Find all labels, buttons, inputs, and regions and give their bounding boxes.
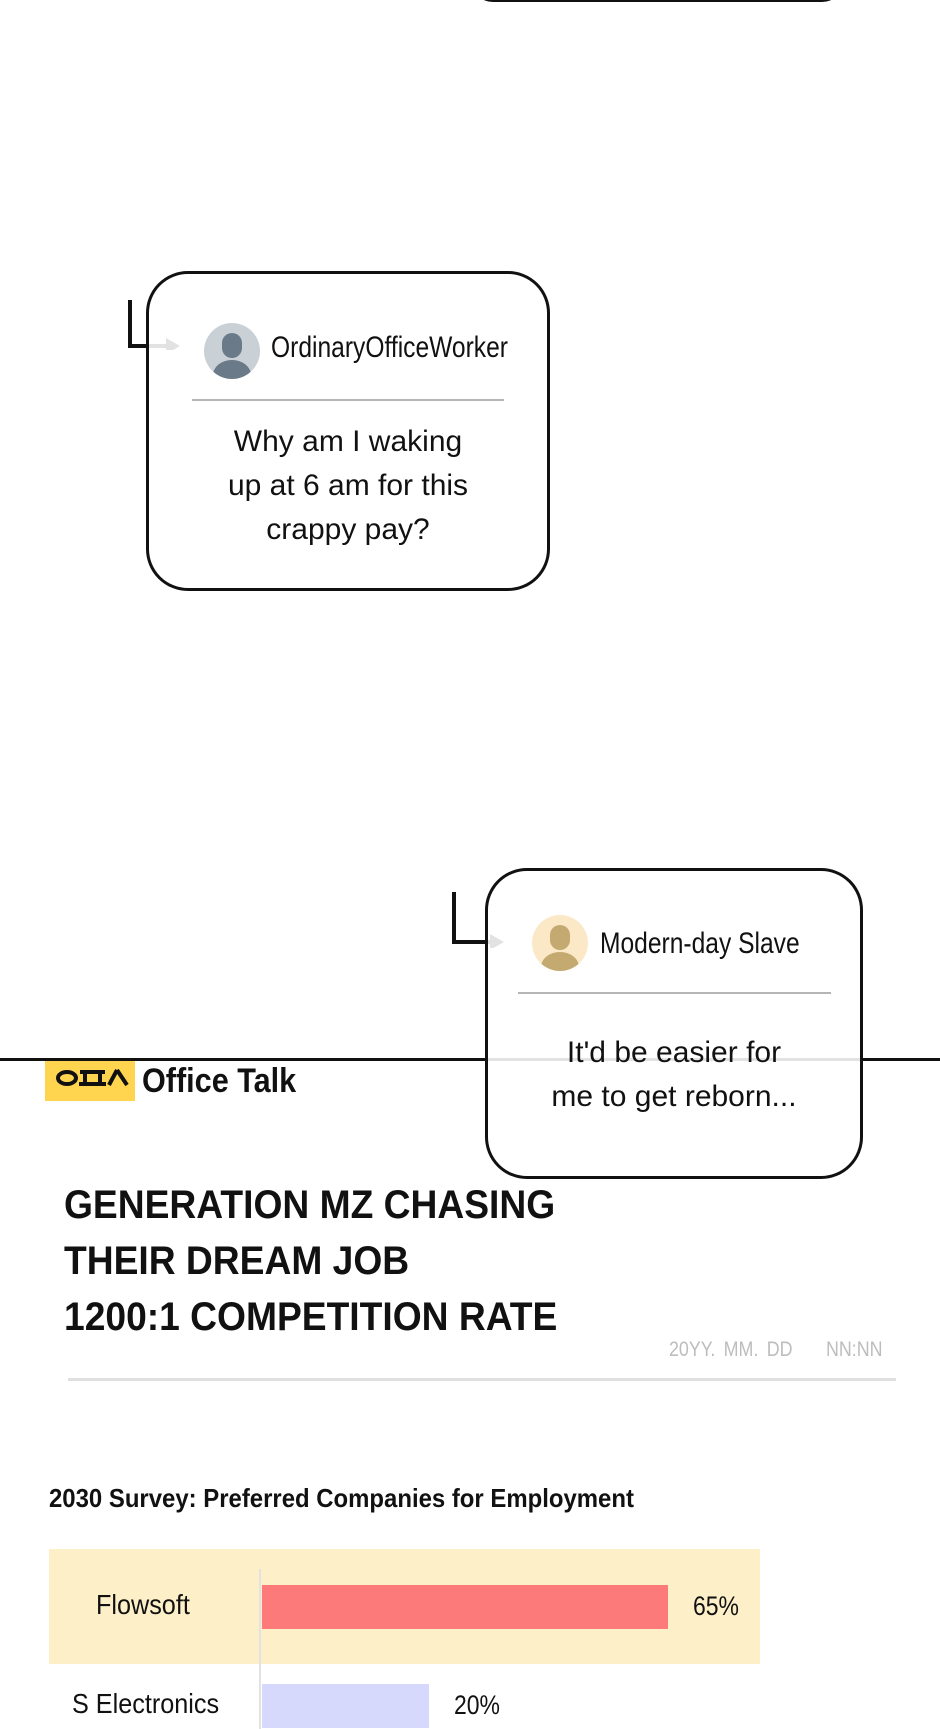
headline-line: 1200:1 COMPETITION RATE [64,1295,558,1339]
article-timestamp: 20YY. MM. DD NN:NN [669,1338,882,1362]
comment-bubble: Modern-day Slave It'd be easier for me t… [485,868,863,1179]
user-avatar-icon [204,323,260,379]
comment-line: up at 6 am for this [227,469,469,502]
comment-line: Why am I waking [233,425,463,458]
article-time: NN:NN [825,1338,883,1361]
brand-logo [45,1061,135,1101]
value-label: 65% [693,1591,740,1621]
article-headline: GENERATION MZ CHASING THEIR DREAM JOB 12… [64,1177,557,1345]
comment-text: Why am I waking up at 6 am for this crap… [149,420,547,552]
chart-axis [259,1569,261,1729]
section-divider-line [0,1058,940,1061]
headline-line: GENERATION MZ CHASING [64,1183,556,1227]
headline-line: THEIR DREAM JOB [64,1239,410,1283]
comment-divider [192,399,504,401]
comment-text: It'd be easier for me to get reborn... [488,1031,860,1119]
comment-line: crappy pay? [266,513,430,546]
comment-username: OrdinaryOfficeWorker [271,331,508,364]
comment-divider [518,992,831,994]
comment-username: Modern-day Slave [600,927,800,960]
bar-s-electronics [262,1684,429,1728]
comment-bubble: OrdinaryOfficeWorker Why am I waking up … [146,271,550,591]
logo-glyph-icon [56,1068,129,1087]
user-avatar-icon [532,915,588,971]
header-divider [68,1378,896,1381]
article-date: 20YY. MM. DD [669,1338,793,1361]
category-label: Flowsoft [96,1589,190,1620]
comment-line: It'd be easier for [566,1036,782,1069]
category-label: S Electronics [72,1688,220,1719]
value-label: 20% [453,1690,500,1720]
bar-flowsoft [262,1585,669,1629]
comment-line: me to get reborn... [551,1080,797,1113]
top-decoration [471,0,844,2]
chart-title: 2030 Survey: Preferred Companies for Emp… [49,1483,634,1513]
brand-name: Office Talk [142,1062,297,1100]
